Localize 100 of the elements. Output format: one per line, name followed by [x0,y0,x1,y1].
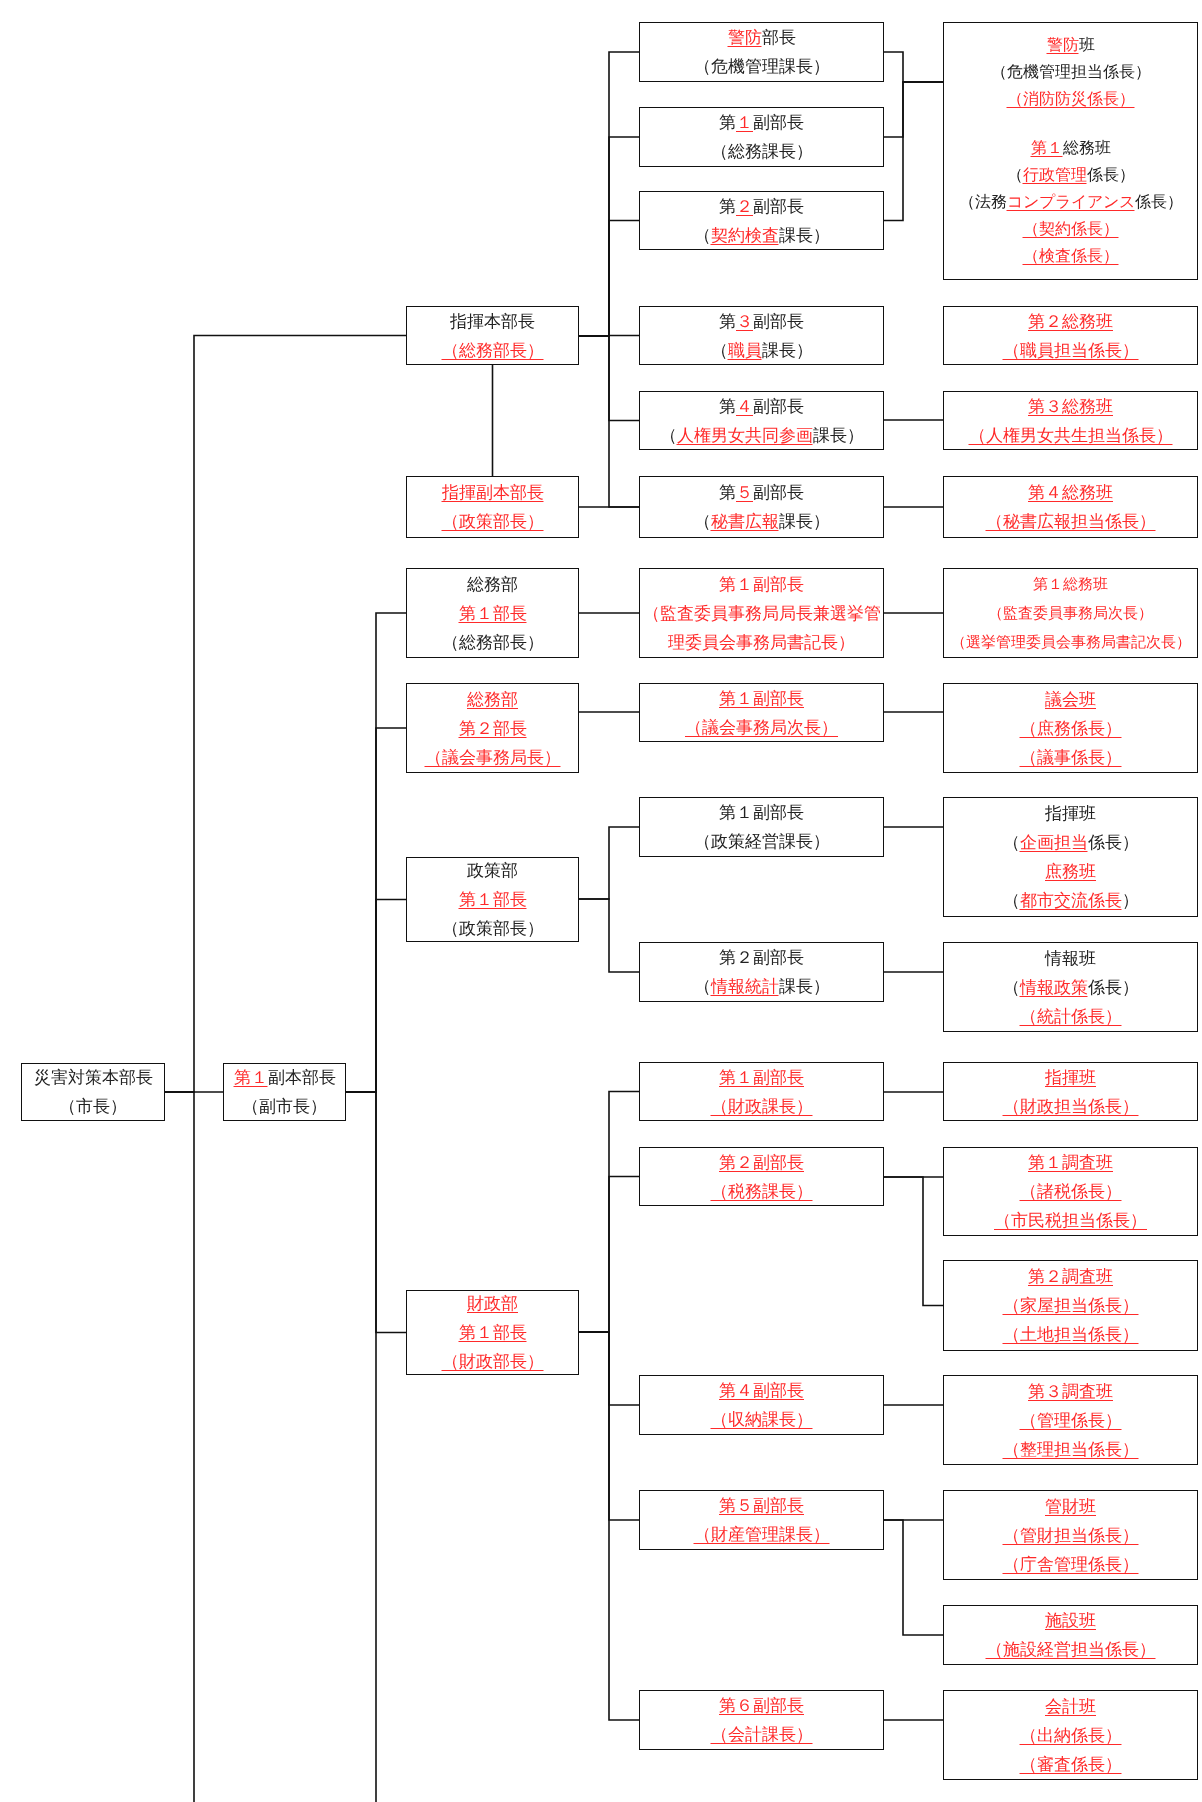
role-text: （管理係長） [1019,1408,1122,1432]
role-text: 第１副部長 [719,111,804,134]
role-text: 指揮本部長 [450,309,535,333]
role-text: （土地担当係長） [1002,1323,1139,1346]
org-box [406,857,579,942]
role-text: （契約検査課長） [693,223,830,247]
org-box [943,1062,1198,1121]
role-text: （管財担当係長） [1002,1523,1139,1547]
role-text: 第１部長 [458,1321,527,1344]
org-box [406,476,579,538]
connector-line [883,1519,944,1636]
role-text: （情報政策係長） [1002,975,1139,999]
role-text: （危機管理課長） [693,55,830,78]
org-box [639,797,884,857]
role-text: 庶務班 [1045,860,1096,883]
role-text: （人権男女共同参画課長） [659,423,864,447]
role-text: （諸税係長） [1019,1180,1122,1203]
role-text: （整理担当係長） [1002,1437,1139,1461]
org-box [943,683,1198,773]
org-box [639,1490,884,1550]
role-text: 第１副部長 [719,572,804,596]
role-text: 指揮班 [1045,802,1096,825]
role-text: （市民税担当係長） [994,1209,1147,1232]
role-text: 第１副部長 [719,686,804,710]
org-box [943,476,1198,538]
org-box [639,1375,884,1435]
role-text: （出納係長） [1019,1723,1122,1747]
org-box [639,1147,884,1206]
role-text: 総務部 [467,687,518,711]
role-text: （市長） [59,1095,127,1118]
role-text: 会計班 [1045,1694,1096,1718]
role-text: （職員担当係長） [1002,338,1139,362]
role-text: （財政課長） [710,1094,813,1118]
role-text: （情報統計課長） [693,975,830,998]
role-text: 第２部長 [458,716,527,740]
connector-line [883,1091,944,1093]
role-text: 第１部長 [458,888,527,911]
org-box [639,107,884,167]
connector-line [164,1091,195,1802]
role-text: （議会事務局長） [424,745,561,769]
role-text: 第２副部長 [719,946,804,969]
connector-line [578,612,640,614]
org-box [639,942,884,1002]
role-text: 指揮班 [1045,1065,1096,1089]
role-text: （財政担当係長） [1002,1094,1139,1118]
role-text: 施設班 [1045,1609,1096,1632]
connector-line [578,711,640,713]
role-text: 第１総務班 [1030,138,1111,159]
org-box [639,683,884,742]
role-text: （都市交流係長） [1002,889,1139,912]
org-box [943,1605,1198,1665]
org-box [943,391,1198,450]
connector-line [578,898,640,973]
role-text: （収納課長） [710,1408,813,1431]
org-box [943,1147,1198,1236]
role-text: （人権男女共生担当係長） [968,423,1173,447]
role-text: （政策部長） [441,510,544,533]
connector-line [578,506,640,508]
connector-line [883,711,944,713]
org-box [639,22,884,82]
org-box [406,568,579,658]
org-box [639,1690,884,1750]
role-text: （契約係長） [1022,219,1119,240]
role-text: （企画担当係長） [1002,831,1139,854]
org-box [943,1490,1198,1580]
role-text: （選挙管理委員会事務局書記次長） [950,632,1191,652]
org-box [406,306,579,365]
role-text: 第４副部長 [719,394,804,418]
org-box [943,942,1198,1032]
role-text: （総務課長） [710,140,813,163]
role-text: （庁舎管理係長） [1002,1552,1139,1576]
role-text: （検査係長） [1022,246,1119,267]
org-box [406,683,579,773]
org-box [943,568,1198,658]
role-text: 警防班 [1046,35,1095,56]
connector-line [883,1176,944,1307]
role-text: 第２調査班 [1028,1265,1113,1288]
connector-line [883,81,944,222]
role-text: （秘書広報担当係長） [985,510,1156,533]
role-text: 警防部長 [727,26,796,49]
role-text: （議会事務局次長） [685,715,838,739]
role-text: 第３調査班 [1028,1379,1113,1403]
role-text: 第１部長 [458,601,527,625]
role-text: （税務課長） [710,1179,813,1203]
org-box [639,391,884,450]
org-box [223,1063,346,1121]
role-text: 第１総務班 [1033,574,1108,594]
role-text: 第４副部長 [719,1379,804,1402]
role-text: （政策部長） [441,917,544,940]
role-text: （職員課長） [710,338,813,362]
role-text: （財政部長） [441,1350,544,1373]
role-text: 議会班 [1045,687,1096,711]
org-box [639,306,884,365]
connector-line [883,826,944,828]
role-text: 政策部 [467,859,518,882]
role-text: 第３副部長 [719,309,804,333]
role-text: 情報班 [1045,946,1096,970]
role-text: （統計係長） [1019,1004,1122,1028]
org-box [943,306,1198,365]
connector-line [883,971,944,973]
